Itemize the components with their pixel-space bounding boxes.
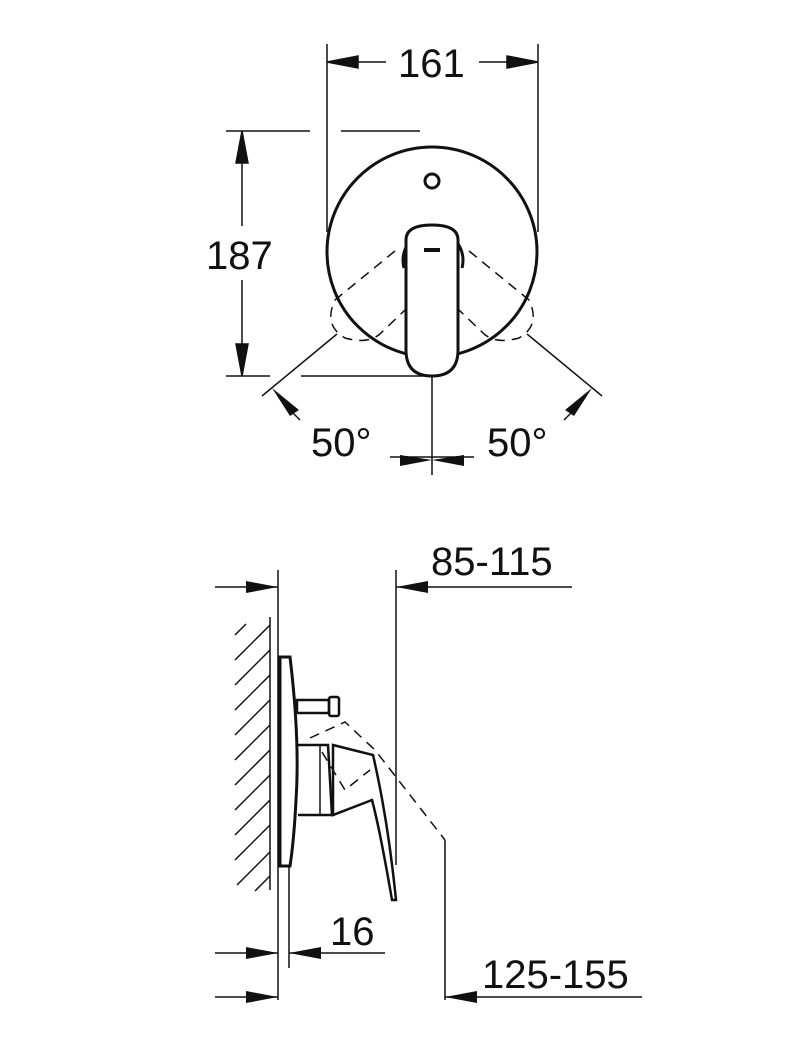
lever-profile (331, 743, 398, 902)
rotated-lever-left (330, 250, 406, 342)
front-view (226, 44, 603, 475)
overall-projection-label: 125-155 (482, 953, 629, 997)
rotated-lever-right (458, 250, 534, 342)
plate-profile (278, 655, 299, 868)
side-view (215, 570, 642, 1003)
plate-thickness-label: 16 (330, 910, 375, 954)
angle-left-label: 50° (311, 421, 372, 465)
indicator-mark (424, 248, 440, 252)
lever-handle (404, 223, 460, 378)
height-dimension-label: 187 (206, 234, 273, 278)
width-dimension-label: 161 (398, 42, 465, 86)
dimension-161 (326, 55, 539, 69)
diverter-stem (295, 698, 331, 715)
raised-lever-outline (309, 721, 446, 841)
handle-projection-label: 85-115 (431, 540, 553, 584)
diverter-knob (423, 172, 441, 190)
dimension-187 (226, 130, 430, 377)
angle-right-label: 50° (487, 421, 548, 465)
wall-hatching (234, 617, 271, 892)
